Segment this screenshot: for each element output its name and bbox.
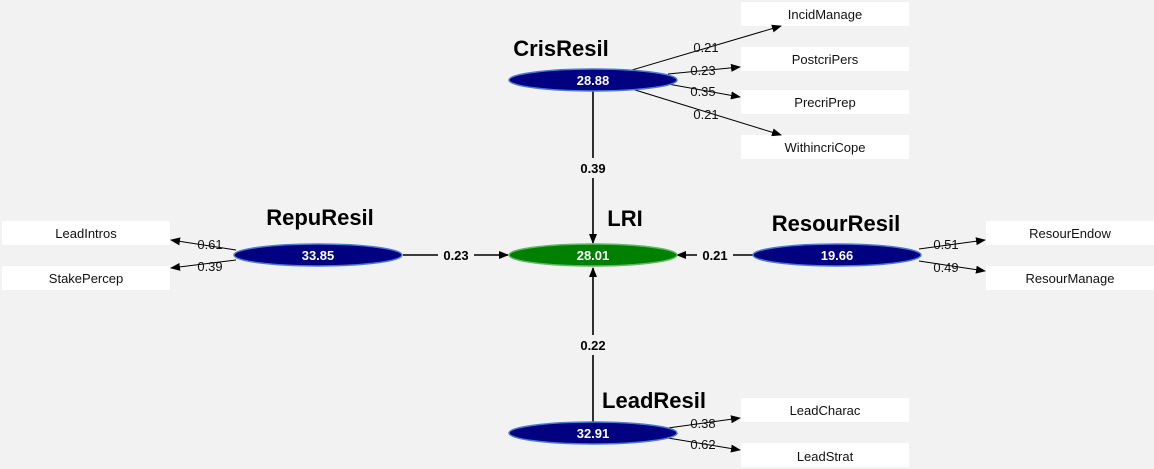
loading-value: 0.35 bbox=[690, 84, 715, 99]
latent-ellipse bbox=[752, 243, 922, 267]
indicator-label: PostcriPers bbox=[792, 52, 859, 67]
loading-arrow-postcripers bbox=[667, 63, 741, 75]
latent-ellipse bbox=[508, 421, 678, 445]
indicator-label: StakePercep bbox=[49, 271, 123, 286]
loading-value: 0.38 bbox=[690, 416, 715, 431]
indicator-label: LeadStrat bbox=[797, 449, 854, 464]
node-value: 28.01 bbox=[577, 248, 610, 263]
loading-arrow-resourendow bbox=[918, 237, 986, 250]
indicator-box-stakepercep: StakePercep bbox=[2, 266, 170, 290]
node-title: LeadResil bbox=[602, 388, 706, 413]
node-lri: LRI 28.01 bbox=[508, 206, 678, 267]
loading-value: 0.39 bbox=[197, 259, 222, 274]
loading-value: 0.61 bbox=[197, 237, 222, 252]
loading-arrow-withincricope bbox=[631, 88, 782, 137]
loading-arrow-resourmanage bbox=[918, 260, 986, 274]
loading-arrow-leadstrat bbox=[667, 437, 741, 453]
indicator-label: ResourManage bbox=[1026, 271, 1115, 286]
path-coefficient: 0.22 bbox=[580, 338, 605, 353]
node-value: 33.85 bbox=[302, 248, 335, 263]
loading-value: 0.62 bbox=[690, 437, 715, 452]
indicator-box-resourmanage: ResourManage bbox=[986, 266, 1154, 290]
node-title: RepuResil bbox=[266, 205, 374, 230]
loading-arrow-incidmanage bbox=[631, 24, 782, 71]
loading-value: 0.23 bbox=[690, 63, 715, 78]
loading-arrow-precriprep bbox=[667, 83, 741, 100]
indicator-box-incidmanage: IncidManage bbox=[741, 2, 909, 26]
node-crisresil: CrisResil 28.88 bbox=[508, 36, 678, 92]
node-title: ResourResil bbox=[772, 211, 900, 236]
indicator-label: PrecriPrep bbox=[794, 95, 855, 110]
indicator-label: IncidManage bbox=[788, 7, 862, 22]
node-leadresil: LeadResil 32.91 bbox=[508, 388, 706, 445]
loading-arrow-leadintros bbox=[170, 237, 237, 251]
indicator-label: LeadIntros bbox=[55, 226, 117, 241]
node-repuresil: RepuResil 33.85 bbox=[233, 205, 403, 267]
path-coefficient: 0.23 bbox=[443, 248, 468, 263]
path-coefficient: 0.39 bbox=[580, 161, 605, 176]
indicator-label: LeadCharac bbox=[790, 403, 861, 418]
indicator-box-precriprep: PrecriPrep bbox=[741, 90, 909, 114]
indicator-box-withincricope: WithincriCope bbox=[741, 135, 909, 159]
indicator-box-leadintros: LeadIntros bbox=[2, 221, 170, 245]
latent-ellipse bbox=[233, 243, 403, 267]
node-title: CrisResil bbox=[513, 36, 608, 61]
loading-value: 0.49 bbox=[933, 260, 958, 275]
loading-value: 0.51 bbox=[933, 237, 958, 252]
indicator-box-resourendow: ResourEndow bbox=[986, 221, 1154, 245]
loading-arrow-stakepercep bbox=[170, 259, 237, 271]
node-title: LRI bbox=[607, 206, 642, 231]
node-value: 28.88 bbox=[577, 73, 610, 88]
latent-ellipse bbox=[508, 68, 678, 92]
node-value: 32.91 bbox=[577, 426, 610, 441]
central-ellipse bbox=[508, 243, 678, 267]
loading-arrow-leadcharac bbox=[667, 415, 741, 429]
indicator-box-leadstrat: LeadStrat bbox=[741, 443, 909, 467]
node-resourresil: ResourResil 19.66 bbox=[752, 211, 922, 267]
loading-value: 0.21 bbox=[693, 40, 718, 55]
loading-value: 0.21 bbox=[693, 107, 718, 122]
node-value: 19.66 bbox=[821, 248, 854, 263]
indicator-label: WithincriCope bbox=[785, 140, 866, 155]
indicator-box-postcripers: PostcriPers bbox=[741, 47, 909, 71]
path-coefficient: 0.21 bbox=[702, 248, 727, 263]
indicator-label: ResourEndow bbox=[1029, 226, 1111, 241]
indicator-box-leadcharac: LeadCharac bbox=[741, 398, 909, 422]
